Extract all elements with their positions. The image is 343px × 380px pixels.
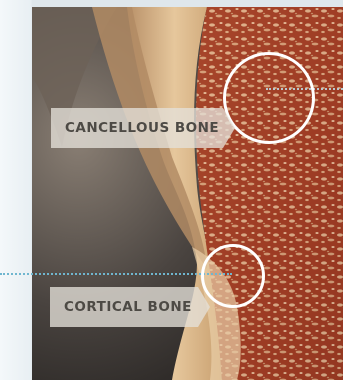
cancellous-callout-circle [223,52,315,144]
cortical-bone-label: CORTICAL BONE [50,287,198,327]
cortical-callout-circle [201,244,265,308]
cancellous-label-arrow [223,108,235,148]
cortical-label-arrow [198,287,210,327]
cancellous-bone-label: CANCELLOUS BONE [51,108,223,148]
cortical-pointer-line [0,273,232,275]
